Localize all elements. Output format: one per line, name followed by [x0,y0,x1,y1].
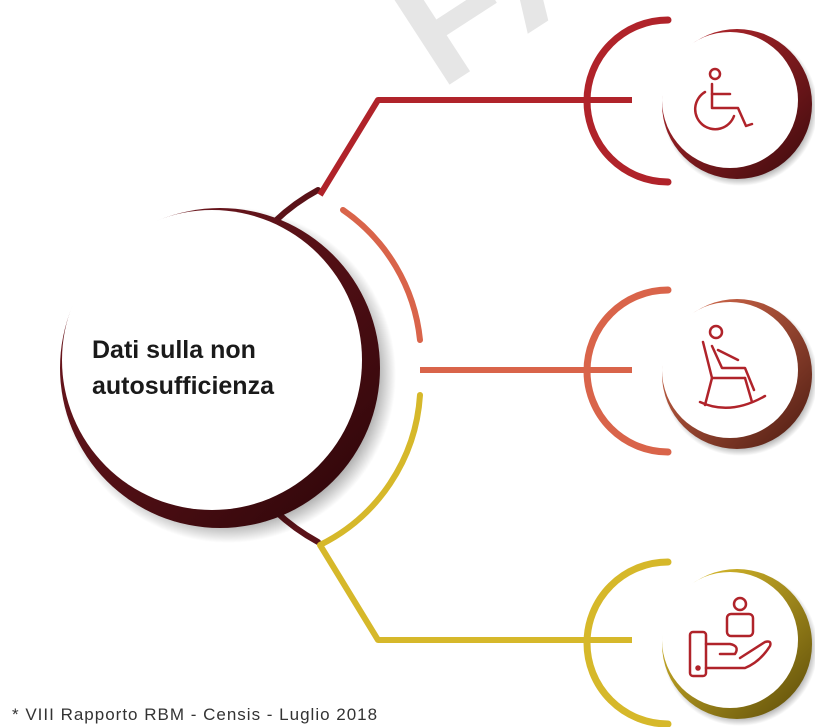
orange-outer-arc [583,286,672,456]
red-circle-disc [662,32,798,168]
yellow-outer-arc [583,558,672,727]
center-outer-arc-orange [340,207,423,343]
center-title: Dati sulla non autosufficienza [80,332,360,404]
center-title-line-2: autosufficienza [92,372,274,400]
yellow-circle-disc [662,572,798,708]
center-disc [62,210,362,510]
wheelchair-icon [693,67,754,131]
center-title-line-1: Dati sulla non [92,336,256,364]
footnote: * VIII Rapporto RBM - Censis - Luglio 20… [12,705,379,724]
connector-red [317,97,632,197]
rocking-chair-icon [698,324,767,409]
red-outer-arc [583,16,672,186]
center-outer-arc-yellow [317,392,423,548]
orange-circle-disc [662,302,798,438]
hand-care-icon [688,596,772,678]
connector-yellow [317,543,632,643]
